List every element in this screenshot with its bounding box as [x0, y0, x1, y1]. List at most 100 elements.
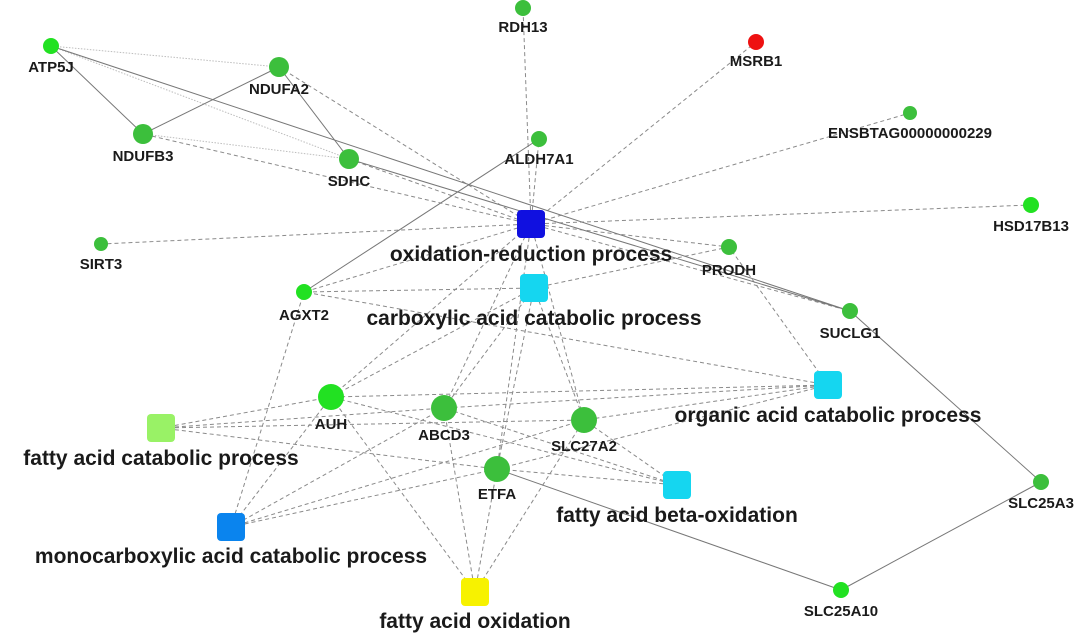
edge-orgcat-SLC27A2 — [583, 384, 829, 421]
term-node-monocat[interactable] — [217, 513, 245, 541]
gene-label-SIRT3: SIRT3 — [80, 256, 123, 273]
gene-label-ATP5J: ATP5J — [28, 59, 74, 76]
edge-fabeta-SLC27A2 — [583, 419, 678, 486]
gene-node-ETFA[interactable] — [484, 456, 510, 482]
gene-node-ENSBTAG[interactable] — [903, 106, 917, 120]
edge-carbcat-ABCD3 — [443, 287, 535, 409]
gene-node-SUCLG1[interactable] — [842, 303, 858, 319]
edge-oxred-SDHC — [348, 158, 532, 225]
edge-faox-AUH — [330, 396, 476, 593]
edge-oxred-SIRT3 — [100, 223, 532, 245]
edge-oxred-ABCD3 — [443, 223, 532, 409]
gene-label-SUCLG1: SUCLG1 — [820, 325, 881, 342]
edge-carbcat-AGXT2 — [303, 287, 535, 293]
term-label-orgcat: organic acid catabolic process — [675, 404, 982, 427]
edge-orgcat-ABCD3 — [443, 384, 829, 409]
edge-fabeta-ETFA — [496, 468, 678, 486]
edge-facat-SLC27A2 — [160, 419, 585, 429]
gene-node-NDUFB3[interactable] — [133, 124, 153, 144]
edge-oxred-HSD17B13 — [530, 204, 1032, 225]
edge-carbcat-ETFA — [496, 287, 535, 470]
term-label-fabeta: fatty acid beta-oxidation — [556, 504, 798, 527]
term-label-carbcat: carboxylic acid catabolic process — [367, 307, 702, 330]
gene-node-ALDH7A1[interactable] — [531, 131, 547, 147]
gene-label-NDUFB3: NDUFB3 — [113, 148, 174, 165]
gene-node-ABCD3[interactable] — [431, 395, 457, 421]
gene-label-SDHC: SDHC — [328, 173, 371, 190]
edge-ATP5J-SUCLG1 — [50, 45, 851, 312]
edge-oxred-AUH — [330, 223, 532, 398]
edge-facat-AUH — [160, 396, 332, 429]
gene-label-AUH: AUH — [315, 416, 348, 433]
edge-facat-ETFA — [160, 427, 498, 470]
gene-node-SLC27A2[interactable] — [571, 407, 597, 433]
gene-node-SDHC[interactable] — [339, 149, 359, 169]
edge-SLC25A10-ETFA — [496, 468, 842, 591]
term-node-facat[interactable] — [147, 414, 175, 442]
term-node-carbcat[interactable] — [520, 274, 548, 302]
edge-NDUFB3-SDHC — [142, 133, 350, 160]
edge-monocat-ETFA — [230, 468, 498, 528]
edge-carbcat-SLC27A2 — [533, 287, 585, 421]
edge-carbcat-AUH — [330, 287, 535, 398]
edge-oxred-SUCLG1 — [530, 223, 851, 312]
edge-orgcat-AGXT2 — [303, 291, 829, 386]
edge-monocat-AUH — [230, 396, 332, 528]
gene-label-HSD17B13: HSD17B13 — [993, 218, 1069, 235]
edge-NDUFA2-SDHC — [278, 66, 350, 160]
gene-node-MSRB1[interactable] — [748, 34, 764, 50]
edge-oxred-ETFA — [496, 223, 532, 470]
gene-label-ABCD3: ABCD3 — [418, 427, 470, 444]
term-label-oxred: oxidation-reduction process — [390, 243, 672, 266]
edge-monocat-SLC27A2 — [230, 419, 585, 528]
gene-node-RDH13[interactable] — [515, 0, 531, 16]
edge-fabeta-ABCD3 — [443, 407, 678, 486]
edge-faox-ABCD3 — [443, 407, 476, 593]
term-node-faox[interactable] — [461, 578, 489, 606]
edge-oxred-RDH13 — [522, 7, 532, 225]
gene-node-NDUFA2[interactable] — [269, 57, 289, 77]
term-label-facat: fatty acid catabolic process — [23, 447, 298, 470]
gene-label-SLC25A10: SLC25A10 — [804, 603, 878, 620]
edge-oxred-ENSBTAG — [530, 112, 911, 225]
gene-node-AUH[interactable] — [318, 384, 344, 410]
edge-monocat-ABCD3 — [230, 407, 445, 528]
edge-oxred-MSRB1 — [530, 41, 757, 225]
gene-label-ENSBTAG: ENSBTAG00000000229 — [828, 125, 992, 142]
edge-ALDH7A1-AGXT2 — [303, 138, 540, 293]
gene-node-PRODH[interactable] — [721, 239, 737, 255]
gene-label-MSRB1: MSRB1 — [730, 53, 783, 70]
edge-oxred-NDUFB3 — [142, 133, 532, 225]
gene-node-SLC25A3[interactable] — [1033, 474, 1049, 490]
gene-node-SLC25A10[interactable] — [833, 582, 849, 598]
gene-node-HSD17B13[interactable] — [1023, 197, 1039, 213]
edge-ATP5J-SDHC — [50, 45, 350, 160]
gene-label-RDH13: RDH13 — [498, 19, 547, 36]
term-label-monocat: monocarboxylic acid catabolic process — [35, 545, 427, 568]
edge-NDUFA2-NDUFB3 — [142, 66, 280, 135]
gene-label-AGXT2: AGXT2 — [279, 307, 329, 324]
term-node-orgcat[interactable] — [814, 371, 842, 399]
edge-layer — [50, 7, 1042, 593]
edge-oxred-ALDH7A1 — [530, 138, 540, 225]
gene-label-SLC25A3: SLC25A3 — [1008, 495, 1074, 512]
edge-oxred-SLC27A2 — [530, 223, 585, 421]
edge-orgcat-AUH — [330, 384, 829, 398]
gene-label-ETFA: ETFA — [478, 486, 517, 503]
edge-oxred-AGXT2 — [303, 223, 532, 293]
term-node-oxred[interactable] — [517, 210, 545, 238]
term-node-fabeta[interactable] — [663, 471, 691, 499]
gene-node-ATP5J[interactable] — [43, 38, 59, 54]
edge-faox-SLC27A2 — [474, 419, 585, 593]
gene-node-SIRT3[interactable] — [94, 237, 108, 251]
node-layer — [43, 0, 1049, 606]
edge-ATP5J-NDUFA2 — [50, 45, 280, 68]
gene-node-AGXT2[interactable] — [296, 284, 312, 300]
edge-oxred-PRODH — [530, 223, 730, 248]
term-label-faox: fatty acid oxidation — [379, 610, 570, 633]
edge-monocat-AGXT2 — [230, 291, 305, 528]
gene-label-NDUFA2: NDUFA2 — [249, 81, 309, 98]
gene-label-SLC27A2: SLC27A2 — [551, 438, 617, 455]
edge-fabeta-AUH — [330, 396, 678, 486]
